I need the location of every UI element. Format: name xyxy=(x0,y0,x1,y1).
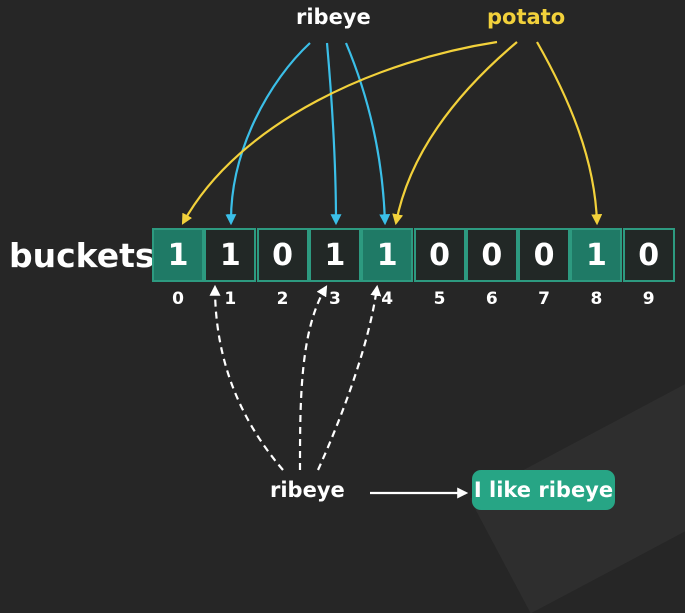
ribeye-arrow-to-3 xyxy=(325,42,342,226)
potato-key-label: potato xyxy=(487,5,566,29)
bucket-cell-0: 1 xyxy=(152,228,204,282)
query-arrow-to-1 xyxy=(209,284,284,471)
potato-arrow-to-4 xyxy=(392,41,518,226)
bucket-index-2: 2 xyxy=(276,289,289,309)
bucket-cell-5: 0 xyxy=(413,228,466,282)
potato-arrow-to-0 xyxy=(181,40,498,225)
bucket-index-1: 1 xyxy=(224,289,237,309)
bucket-index-4: 4 xyxy=(381,289,394,309)
ribeye-arrow-to-4 xyxy=(344,42,391,226)
query-result-badge: I like ribeye xyxy=(472,470,615,510)
bucket-index-5: 5 xyxy=(433,289,446,309)
potato-arrow-to-8 xyxy=(536,41,603,226)
bucket-cell-3: 1 xyxy=(308,228,361,282)
bucket-cell-4: 1 xyxy=(361,228,414,282)
bucket-cell-9: 0 xyxy=(622,228,675,282)
bucket-cell-7: 0 xyxy=(518,228,571,282)
query-arrow-to-3 xyxy=(298,285,328,471)
bucket-index-8: 8 xyxy=(590,289,603,309)
arrow-layer xyxy=(181,40,603,499)
bucket-index-0: 0 xyxy=(172,289,184,309)
bucket-index-9: 9 xyxy=(642,289,655,309)
query-key-label: ribeye xyxy=(270,478,345,502)
bucket-cell-1: 1 xyxy=(204,228,257,282)
bucket-cell-6: 0 xyxy=(465,228,518,282)
bucket-index-3: 3 xyxy=(328,289,341,309)
buckets-label: buckets xyxy=(9,236,155,275)
bucket-index-6: 6 xyxy=(485,289,498,309)
ribeye-arrow-to-1 xyxy=(225,42,311,226)
bucket-cell-8: 1 xyxy=(570,228,623,282)
bucket-cell-2: 0 xyxy=(256,228,309,282)
query-arrow-to-4 xyxy=(316,284,382,471)
ribeye-key-label: ribeye xyxy=(296,5,371,29)
bucket-index-7: 7 xyxy=(538,289,551,309)
